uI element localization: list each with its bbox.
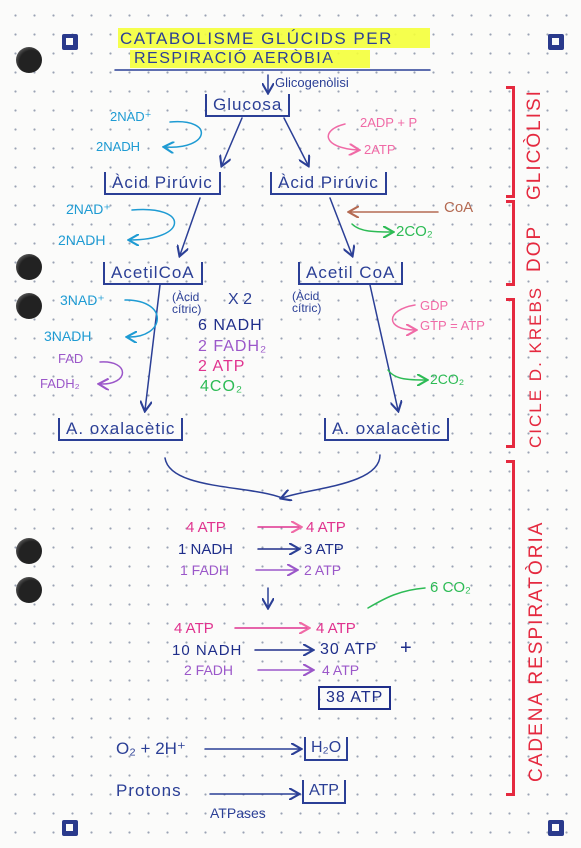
page-title: CATABOLISME GLÚCIDS PER — [120, 29, 393, 48]
binder-hole — [16, 47, 42, 73]
chain1-fadh-to: 2 ATP — [304, 562, 342, 578]
protons-product: ATP — [302, 780, 346, 804]
cadena-6co2: 6 CO₂ — [430, 579, 471, 596]
chain2-atp-to: 4 ATP — [316, 620, 356, 637]
dop-nadh: 2NADH — [58, 232, 106, 248]
krebs-2fadh2: 2 FADH₂ — [198, 338, 268, 355]
krebs-2co2: 2CO₂ — [430, 371, 465, 387]
side-label-glicolisi: GLICÒLISI — [524, 89, 545, 200]
chain1-fadh-from: 1 FADH — [180, 562, 230, 578]
node-oxalacetic-right: A. oxalacètic — [324, 418, 450, 441]
dop-nad: 2NAD⁺ — [66, 201, 111, 217]
side-label-cadena: CADENA RESPIRATÒRIA — [526, 520, 547, 782]
krebs-gdp: GDP — [420, 298, 449, 313]
oxygen-product: H₂O — [304, 737, 349, 761]
krebs-nadh: 3NADH — [44, 328, 92, 344]
side-label-krebs: CICLE D. KREBS — [526, 285, 545, 448]
node-piruvic-left: Àcid Pirúvic — [104, 172, 221, 195]
total-atp: 38 ATP — [318, 686, 392, 710]
chain1-nadh-from: 1 NADH — [178, 541, 234, 558]
corner-mark-top-right — [548, 34, 564, 50]
binder-hole — [16, 293, 42, 319]
chain2-plus: + — [400, 637, 412, 659]
chain2-fadh-to: 4 ATP — [322, 662, 360, 678]
krebs-fad: FAD — [58, 351, 84, 366]
dop-co2: 2CO₂ — [396, 223, 433, 240]
dop-coa: CoA — [444, 199, 474, 216]
binder-hole — [16, 254, 42, 280]
glyco-adp: 2ADP + P — [360, 115, 418, 130]
atpases-label: ATPases — [210, 805, 266, 821]
binder-hole — [16, 538, 42, 564]
glucogenolisi-label: Glicogenòlisi — [275, 75, 349, 90]
chain1-nadh-to: 3 ATP — [304, 541, 344, 558]
krebs-gtp: GTP = ATP — [420, 318, 485, 333]
node-acetil-right: Acetil CoA — [298, 262, 404, 285]
krebs-x2: X 2 — [228, 291, 253, 308]
chain2-nadh-from: 10 NADH — [172, 642, 243, 659]
bracket-glicolisi — [506, 86, 515, 198]
krebs-4co2: 4CO₂ — [200, 378, 244, 395]
protons-label: Protons — [116, 781, 182, 800]
node-piruvic-right: Àcid Pirúvic — [270, 172, 387, 195]
bracket-cadena — [506, 460, 515, 796]
chain2-fadh-from: 2 FADH — [184, 662, 234, 678]
binder-hole — [16, 577, 42, 603]
corner-mark-bottom-left — [62, 820, 78, 836]
oxygen-reactants: O₂ + 2H⁺ — [116, 739, 186, 758]
corner-mark-top-left — [62, 34, 78, 50]
glyco-atp: 2ATP — [364, 142, 396, 157]
krebs-6nadh: 6 NADH — [198, 317, 263, 334]
title-highlight — [118, 28, 430, 48]
chain1-atp-to: 4 ATP — [306, 519, 346, 536]
chain1-atp-from: 4 ATP — [186, 519, 226, 536]
chain2-nadh-to: 30 ATP — [320, 641, 378, 658]
krebs-citric-right: (Àcid cítric) — [292, 289, 322, 315]
glyco-nadh: 2NADH — [96, 139, 141, 154]
krebs-citric-left: (Àcid cítric) — [172, 290, 202, 316]
node-oxalacetic-left: A. oxalacètic — [58, 418, 184, 441]
glyco-nad: 2NAD⁺ — [110, 109, 152, 124]
node-glucosa: Glucosa — [205, 94, 291, 117]
chain2-atp-from: 4 ATP — [174, 620, 214, 637]
corner-mark-bottom-right — [548, 820, 564, 836]
page-subtitle: RESPIRACIÓ AERÒBIA — [134, 50, 335, 67]
node-acetil-left: AcetilCoA — [103, 262, 203, 285]
krebs-fadh: FADH₂ — [40, 376, 80, 391]
bracket-krebs — [506, 298, 515, 448]
krebs-2atp: 2 ATP — [198, 358, 246, 375]
krebs-nad: 3NAD⁺ — [60, 292, 105, 308]
side-label-dop: DOP — [524, 224, 545, 272]
title-highlight — [130, 50, 370, 68]
bracket-dop — [506, 200, 515, 286]
